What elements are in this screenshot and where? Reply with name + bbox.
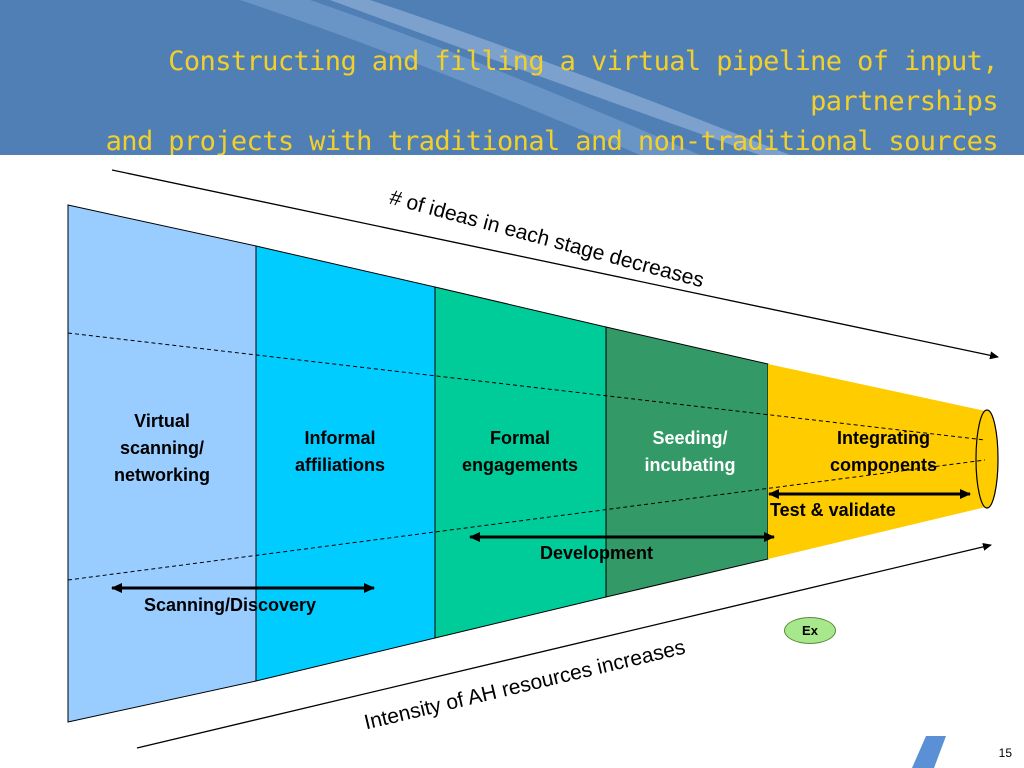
header-swoosh-decoration [240,0,790,155]
stage-band-integrating-components [768,364,990,559]
test-validate-label: Test & validate [770,500,896,520]
pipeline-end-cap [975,409,999,509]
top-trend-arrow [111,169,999,360]
title-line-1: Constructing and filling a virtual pipel… [168,46,998,117]
scanning-discovery-label: Scanning/Discovery [144,595,317,615]
slide-title: Constructing and filling a virtual pipel… [18,42,999,155]
corner-slash-decoration [912,736,946,768]
page-number: 15 [998,746,1012,760]
ex-badge[interactable]: Ex [784,617,836,644]
bottom-trend-arrow [136,542,992,749]
guide-dashed-line-2 [67,459,986,581]
header-band: Constructing and filling a virtual pipel… [0,0,1024,155]
stage-label-seeding-incubating: Seeding/incubating [644,428,736,475]
title-line-2: and projects with traditional and non-tr… [105,126,999,155]
development-label: Development [540,543,654,563]
